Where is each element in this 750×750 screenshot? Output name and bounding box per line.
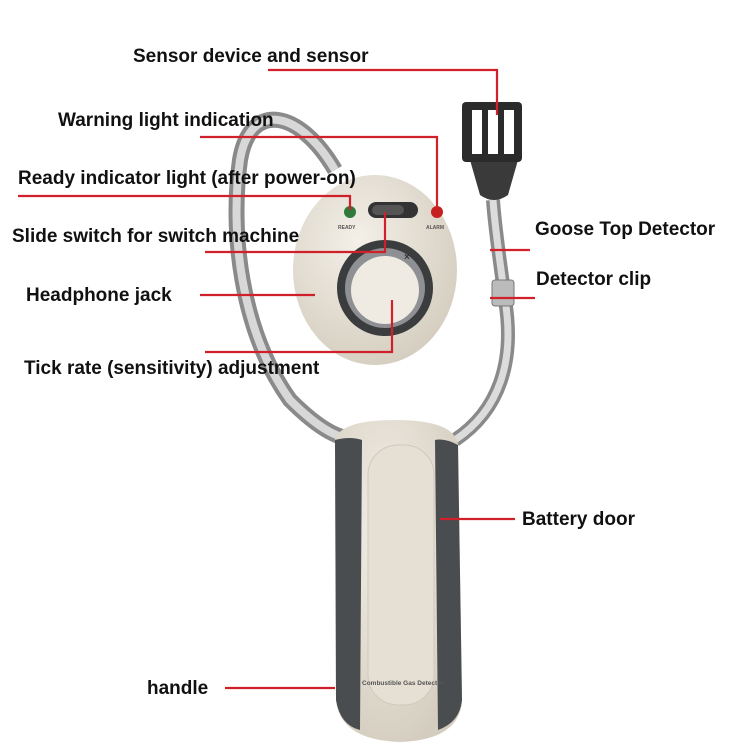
- handle-grip-left: [335, 438, 362, 730]
- battery-door: [367, 444, 435, 706]
- alarm-led: [431, 206, 443, 218]
- handle-grip-right: [435, 439, 462, 730]
- dial-mark: ×: [404, 252, 410, 263]
- label-tick: Tick rate (sensitivity) adjustment: [24, 358, 320, 379]
- ready-led: [344, 206, 356, 218]
- sensitivity-dial: [351, 256, 419, 324]
- leader-sensor: [268, 68, 499, 115]
- leader-warning: [200, 135, 439, 208]
- label-goose: Goose Top Detector: [535, 219, 716, 240]
- label-sensor: Sensor device and sensor: [133, 46, 369, 67]
- leader-slide: [205, 212, 387, 254]
- leader-lines: [18, 68, 535, 690]
- label-slide: Slide switch for switch machine: [12, 226, 300, 247]
- alarm-text: ALARM: [426, 225, 444, 231]
- detector-clip: [491, 279, 515, 307]
- label-clip: Detector clip: [536, 269, 652, 290]
- label-ready: Ready indicator light (after power-on): [18, 168, 356, 189]
- ready-text: READY: [338, 225, 356, 231]
- sensor-head: [462, 102, 522, 200]
- label-handle: handle: [147, 678, 209, 699]
- label-battery: Battery door: [522, 509, 635, 530]
- label-warning: Warning light indication: [58, 110, 274, 131]
- leader-ready: [18, 194, 352, 210]
- leader-tick: [205, 300, 394, 354]
- product-name: Combustible Gas Detector: [362, 680, 444, 687]
- label-headphone: Headphone jack: [26, 285, 172, 306]
